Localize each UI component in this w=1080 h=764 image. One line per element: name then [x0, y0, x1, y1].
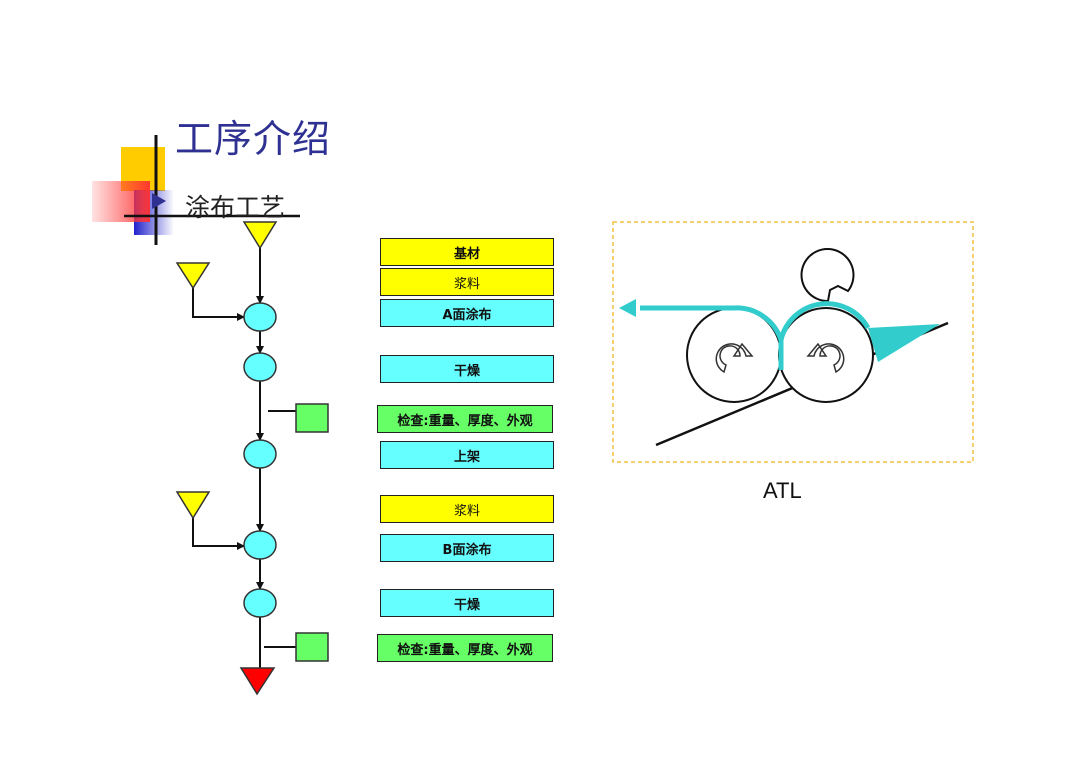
step-coating-b: B面涂布 [380, 534, 554, 562]
step-racking: 上架 [380, 441, 554, 469]
inspection-square [295, 403, 329, 433]
rotation-arrow-icon [715, 342, 754, 374]
process-end-triangle [239, 667, 276, 696]
slurry-reservoir [868, 324, 940, 362]
inspection-square [295, 632, 329, 662]
bullet-arrow-icon [152, 193, 166, 209]
section-subtitle: 涂布工艺 [185, 193, 286, 222]
diagram-frame [612, 221, 974, 463]
step-drying: 干燥 [380, 589, 554, 617]
step-slurry: 浆料 [380, 495, 554, 523]
coating-b-node [243, 530, 277, 560]
slurry-input-triangle-a [175, 262, 211, 290]
step-inspection: 检查:重量、厚度、外观 [377, 634, 553, 662]
step-slurry: 浆料 [380, 268, 554, 296]
slurry-feed-line-b [192, 518, 245, 550]
doctor-blade [800, 248, 855, 303]
slurry-feed-line-a [192, 286, 245, 321]
coating-path [640, 301, 871, 370]
slurry-input-triangle-b [175, 491, 211, 520]
step-substrate: 基材 [380, 238, 554, 266]
step-drying: 干燥 [380, 355, 554, 383]
step-inspection: 检查:重量、厚度、外观 [377, 405, 553, 433]
coating-direction-arrow-icon [619, 299, 636, 317]
page-title: 工序介绍 [175, 117, 332, 161]
substrate-input-triangle [242, 221, 278, 250]
step-coating-a: A面涂布 [380, 299, 554, 327]
drying-node [243, 588, 277, 618]
drying-node [243, 352, 277, 382]
rotation-arrow-icon [806, 342, 845, 374]
atl-label: ATL [763, 478, 802, 503]
racking-node [243, 439, 277, 469]
coating-a-node [243, 302, 277, 332]
